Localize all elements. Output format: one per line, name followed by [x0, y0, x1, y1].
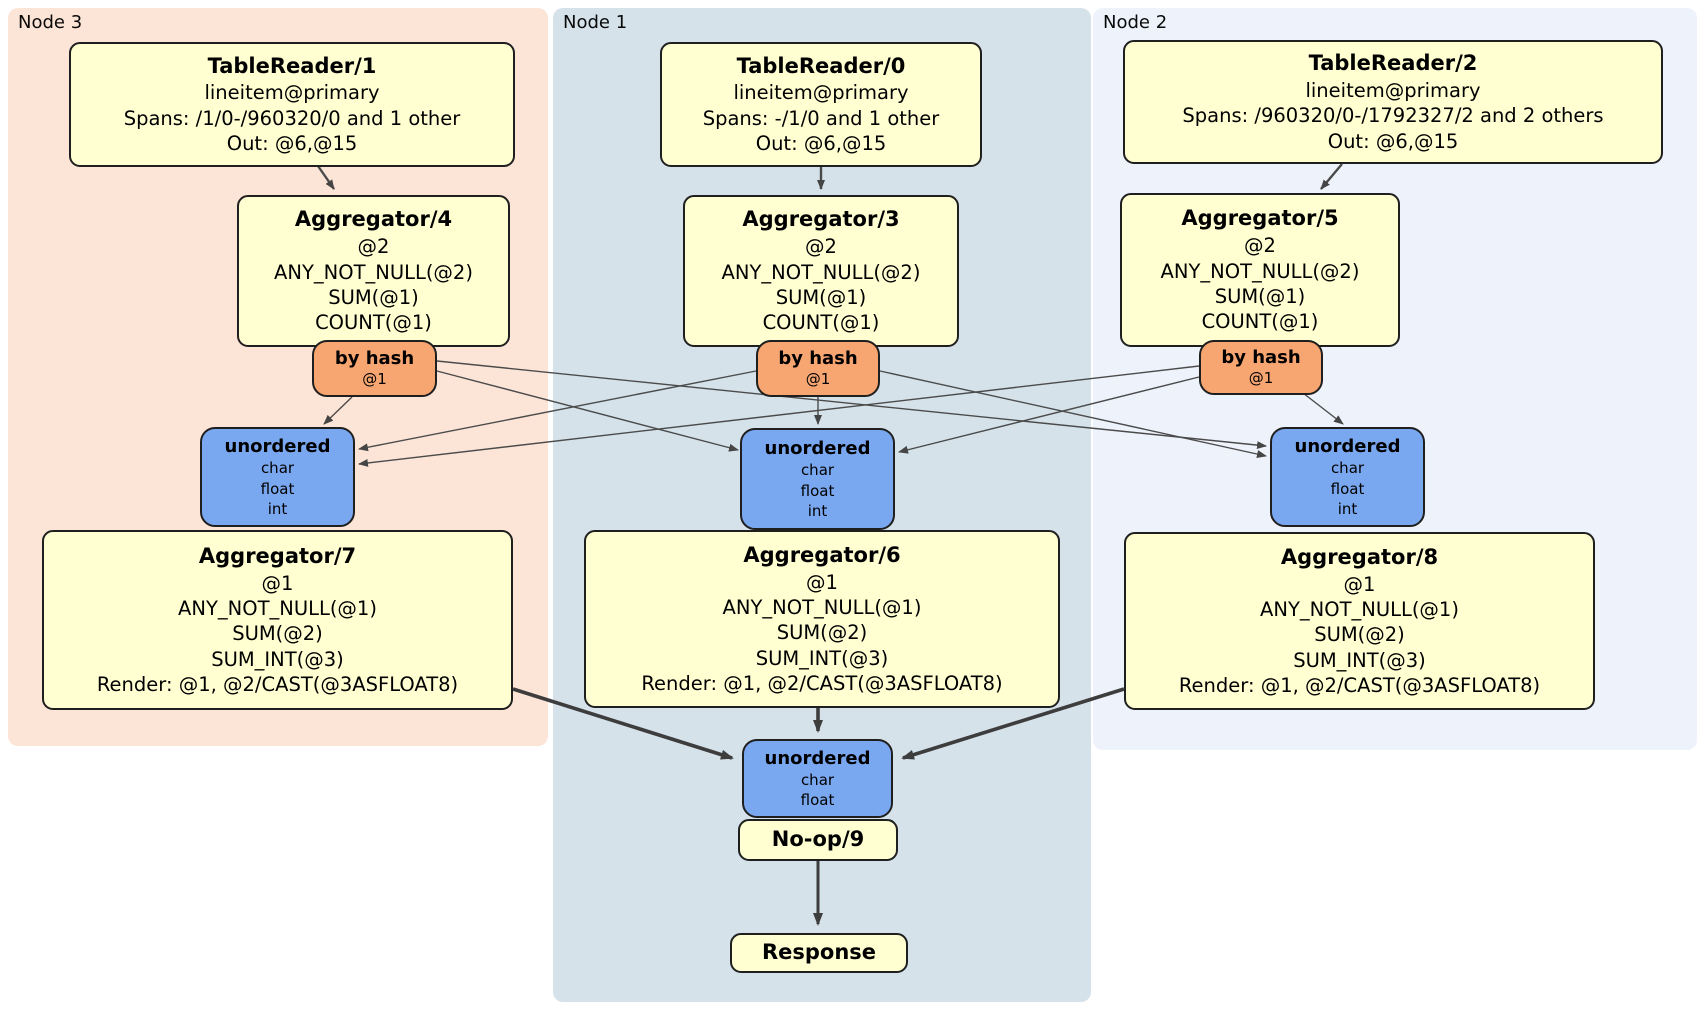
processor-title: Aggregator/4: [294, 207, 453, 232]
processor-aggregator-3: Aggregator/3 @2 ANY_NOT_NULL(@2) SUM(@1)…: [683, 195, 959, 347]
agg-func: ANY_NOT_NULL(@2): [721, 260, 921, 284]
processor-noop-9: No-op/9: [738, 819, 898, 861]
agg-func: ANY_NOT_NULL(@2): [274, 260, 473, 284]
agg-group-cols: @2: [357, 235, 390, 259]
sync-col-type: char: [1330, 459, 1365, 478]
sync-col-type: float: [800, 791, 835, 810]
agg-func: SUM(@1): [775, 285, 867, 309]
sync-col-type: float: [1330, 479, 1365, 498]
agg-func: ANY_NOT_NULL(@2): [1160, 259, 1360, 283]
processor-title: Aggregator/6: [743, 542, 901, 567]
agg-render: Render: @1, @2/CAST(@3ASFLOAT8): [641, 671, 1003, 695]
unordered-sync-right: unordered char float int: [1270, 427, 1425, 527]
agg-func: SUM(@2): [232, 622, 323, 646]
sync-title: unordered: [1294, 435, 1401, 457]
unordered-sync-final: unordered char float: [742, 739, 893, 818]
agg-func: SUM(@1): [1214, 284, 1306, 308]
router-title: by hash: [778, 348, 858, 370]
agg-func: SUM_INT(@3): [1293, 648, 1426, 672]
node1-label: Node 1: [563, 12, 628, 33]
agg-group-cols: @2: [1244, 234, 1276, 258]
unordered-sync-left: unordered char float int: [200, 427, 355, 527]
agg-render: Render: @1, @2/CAST(@3ASFLOAT8): [96, 672, 459, 696]
processor-title: Aggregator/5: [1181, 206, 1339, 231]
router-hash-cols: @1: [805, 369, 831, 388]
sync-title: unordered: [764, 437, 871, 459]
sync-col-type: int: [267, 499, 288, 518]
processor-out: Out: @6,@15: [755, 132, 887, 156]
sync-title: unordered: [764, 747, 871, 769]
agg-func: COUNT(@1): [762, 311, 880, 335]
hash-router-left: by hash @1: [312, 340, 437, 397]
agg-func: ANY_NOT_NULL(@1): [1260, 597, 1459, 621]
processor-spans: Spans: /960320/0-/1792327/2 and 2 others: [1182, 104, 1604, 128]
agg-func: SUM(@1): [328, 285, 419, 309]
processor-out: Out: @6,@15: [226, 132, 358, 156]
processor-index: lineitem@primary: [733, 81, 909, 105]
response-title: Response: [761, 940, 877, 965]
agg-group-cols: @1: [1343, 572, 1376, 596]
processor-aggregator-8: Aggregator/8 @1 ANY_NOT_NULL(@1) SUM(@2)…: [1124, 532, 1595, 710]
sync-title: unordered: [224, 435, 331, 457]
processor-aggregator-4: Aggregator/4 @2 ANY_NOT_NULL(@2) SUM(@1)…: [237, 195, 510, 347]
sync-col-type: int: [807, 501, 828, 520]
agg-func: SUM_INT(@3): [211, 647, 344, 671]
agg-group-cols: @1: [261, 571, 294, 595]
router-title: by hash: [334, 348, 415, 370]
agg-group-cols: @1: [806, 570, 838, 594]
agg-func: COUNT(@1): [1201, 310, 1319, 334]
processor-spans: Spans: /1/0-/960320/0 and 1 other: [123, 106, 461, 130]
sync-col-type: float: [800, 481, 835, 500]
processor-title: Aggregator/7: [198, 543, 357, 568]
processor-title: TableReader/2: [1308, 51, 1478, 76]
sync-col-type: char: [800, 461, 835, 480]
router-hash-cols: @1: [362, 369, 387, 388]
processor-title: Aggregator/8: [1280, 544, 1439, 569]
sync-col-type: float: [260, 479, 295, 498]
processor-spans: Spans: -/1/0 and 1 other: [702, 106, 940, 130]
node2-label: Node 2: [1103, 12, 1168, 33]
agg-render: Render: @1, @2/CAST(@3ASFLOAT8): [1178, 673, 1541, 697]
processor-tablereader-1: TableReader/1 lineitem@primary Spans: /1…: [69, 42, 515, 167]
hash-router-right: by hash @1: [1199, 340, 1323, 395]
processor-index: lineitem@primary: [1305, 78, 1481, 102]
processor-aggregator-7: Aggregator/7 @1 ANY_NOT_NULL(@1) SUM(@2)…: [42, 530, 513, 710]
node3-label: Node 3: [18, 12, 83, 33]
agg-func: SUM(@2): [776, 621, 868, 645]
agg-func: COUNT(@1): [315, 311, 432, 335]
processor-title: Aggregator/3: [742, 207, 900, 232]
processor-title: TableReader/1: [207, 53, 377, 78]
router-hash-cols: @1: [1248, 368, 1274, 387]
sync-col-type: char: [800, 770, 835, 789]
sync-col-type: int: [1337, 499, 1358, 518]
agg-func: ANY_NOT_NULL(@1): [178, 596, 377, 620]
agg-func: ANY_NOT_NULL(@1): [722, 595, 922, 619]
processor-aggregator-5: Aggregator/5 @2 ANY_NOT_NULL(@2) SUM(@1)…: [1120, 193, 1400, 347]
router-title: by hash: [1221, 347, 1301, 369]
processor-index: lineitem@primary: [204, 81, 380, 105]
agg-group-cols: @2: [805, 235, 837, 259]
processor-title: No-op/9: [771, 827, 865, 852]
agg-func: SUM(@2): [1314, 623, 1405, 647]
processor-out: Out: @6,@15: [1327, 129, 1459, 153]
processor-tablereader-0: TableReader/0 lineitem@primary Spans: -/…: [660, 42, 982, 167]
processor-aggregator-6: Aggregator/6 @1 ANY_NOT_NULL(@1) SUM(@2)…: [584, 530, 1060, 708]
processor-title: TableReader/0: [736, 53, 906, 78]
agg-func: SUM_INT(@3): [755, 646, 889, 670]
unordered-sync-center: unordered char float int: [740, 428, 895, 530]
hash-router-center: by hash @1: [756, 340, 880, 397]
processor-tablereader-2: TableReader/2 lineitem@primary Spans: /9…: [1123, 40, 1663, 164]
response-box: Response: [730, 933, 908, 973]
sync-col-type: char: [260, 459, 295, 478]
